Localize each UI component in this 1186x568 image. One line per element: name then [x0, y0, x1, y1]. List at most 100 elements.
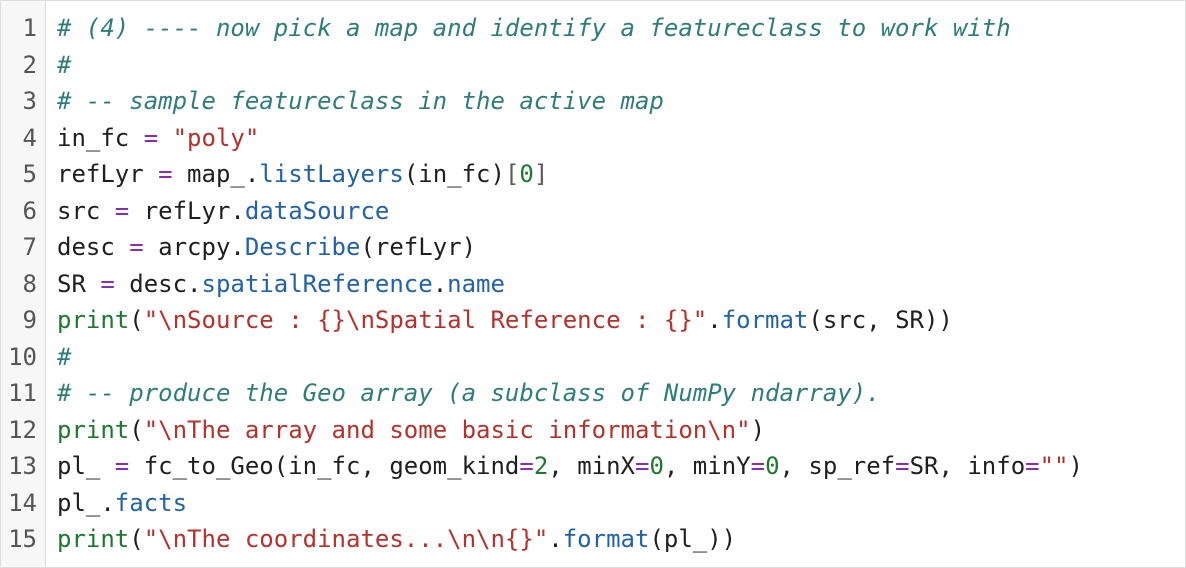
code-token: # (4) ---- now pick a map and identify a… [57, 14, 1011, 43]
line-number-gutter [1, 1, 46, 567]
line-number: 11 [8, 379, 37, 408]
line-number: 7 [22, 233, 37, 262]
code-token: = [895, 452, 910, 481]
line-number: 14 [8, 488, 37, 517]
code-token: = [114, 196, 130, 225]
line-number: 9 [22, 306, 37, 335]
code-token: = [1025, 452, 1040, 481]
code-token: = [750, 452, 766, 481]
code-token: "\nThe coordinates...\n\n{}" [143, 525, 549, 554]
code-token: , minY [663, 452, 751, 481]
code-text[interactable]: # (4) ---- now pick a map and identify a… [37, 14, 1011, 42]
code-lines[interactable]: 1 # (4) ---- now pick a map and identify … [1, 10, 1185, 558]
code-text[interactable]: in_fc = "poly" [37, 124, 259, 152]
code-text[interactable]: print("\nThe coordinates...\n\n{}".forma… [37, 525, 736, 553]
code-text[interactable]: refLyr = map_.listLayers(in_fc)[0] [37, 160, 548, 188]
code-text[interactable]: # -- sample featureclass in the active m… [37, 87, 664, 115]
code-token: (in_fc) [403, 160, 505, 189]
code-token: format [562, 525, 650, 554]
code-token: . [548, 525, 563, 554]
code-token: facts [114, 488, 188, 517]
code-line[interactable]: 2# [1, 47, 1185, 84]
code-token: = [100, 269, 115, 298]
code-token: (src, SR)) [808, 306, 953, 335]
code-text[interactable]: print("\nThe array and some basic inform… [37, 416, 765, 444]
code-token: 0 [765, 452, 780, 481]
code-token: in_fc [57, 123, 144, 152]
code-token: # [57, 342, 72, 371]
line-number: 3 [22, 87, 37, 116]
code-token: , minX [548, 452, 635, 481]
code-token: spatialReference [201, 269, 433, 298]
code-line[interactable]: 3 # -- sample featureclass in the active … [1, 83, 1185, 120]
line-number: 5 [22, 160, 37, 189]
code-token: = [143, 123, 159, 152]
code-token: arcpy. [143, 233, 245, 262]
code-token: . [432, 269, 448, 298]
code-token: = [519, 452, 534, 481]
code-token: desc. [114, 269, 202, 298]
code-token: SR [57, 269, 101, 298]
code-token: map_. [172, 160, 260, 189]
code-token: "poly" [172, 123, 260, 152]
code-token: ) [750, 415, 766, 444]
code-token: 2 [533, 452, 549, 481]
code-token: (refLyr) [360, 233, 477, 262]
code-text[interactable]: pl_.facts [37, 489, 187, 517]
code-line[interactable]: 11# -- produce the Geo array (a subclass… [1, 375, 1185, 412]
code-token: SR, info [909, 452, 1026, 481]
code-token: listLayers [259, 160, 404, 189]
code-token: print [57, 415, 130, 444]
code-token: format [721, 306, 809, 335]
code-token: # -- sample featureclass in the active m… [57, 87, 664, 116]
code-token: src [57, 196, 115, 225]
code-token: "" [1039, 452, 1069, 481]
code-token: = [158, 160, 173, 189]
line-number: 6 [22, 196, 37, 225]
code-token: = [114, 452, 130, 481]
code-text[interactable]: print("\nSource : {}\nSpatial Reference … [37, 306, 953, 334]
code-line[interactable]: 1 # (4) ---- now pick a map and identify … [1, 10, 1185, 47]
code-token: refLyr. [129, 196, 245, 225]
code-token: Describe [244, 233, 361, 262]
code-text[interactable]: SR = desc.spatialReference.name [37, 270, 505, 298]
code-token: dataSource [244, 196, 390, 225]
code-token: 0 [519, 160, 534, 189]
line-number: 12 [8, 415, 37, 444]
code-token: , sp_ref [779, 452, 896, 481]
code-line[interactable]: 10# [1, 339, 1185, 376]
code-token [158, 124, 172, 152]
code-token: pl_. [57, 488, 115, 517]
code-token: ) [1068, 452, 1083, 481]
line-number: 4 [22, 123, 37, 152]
code-text[interactable]: desc = arcpy.Describe(refLyr) [37, 233, 476, 261]
code-token: "\nSource : {}\nSpatial Reference : {}" [143, 306, 708, 335]
code-text[interactable]: # [37, 51, 71, 79]
code-text[interactable]: pl_ = fc_to_Geo(in_fc, geom_kind=2, minX… [37, 452, 1083, 480]
code-token: print [57, 525, 130, 554]
code-token: ( [129, 306, 144, 335]
line-number: 1 [22, 14, 37, 43]
code-token: ( [129, 415, 144, 444]
line-number: 2 [22, 50, 37, 79]
code-token: 0 [649, 452, 664, 481]
code-text[interactable]: # [37, 343, 71, 371]
code-token: = [129, 233, 144, 262]
line-number: 13 [8, 452, 37, 481]
code-text[interactable]: src = refLyr.dataSource [37, 197, 389, 225]
code-token: name [447, 269, 505, 298]
code-text[interactable]: # -- produce the Geo array (a subclass o… [37, 379, 881, 407]
code-token: = [635, 452, 650, 481]
code-token: [ [504, 160, 520, 189]
